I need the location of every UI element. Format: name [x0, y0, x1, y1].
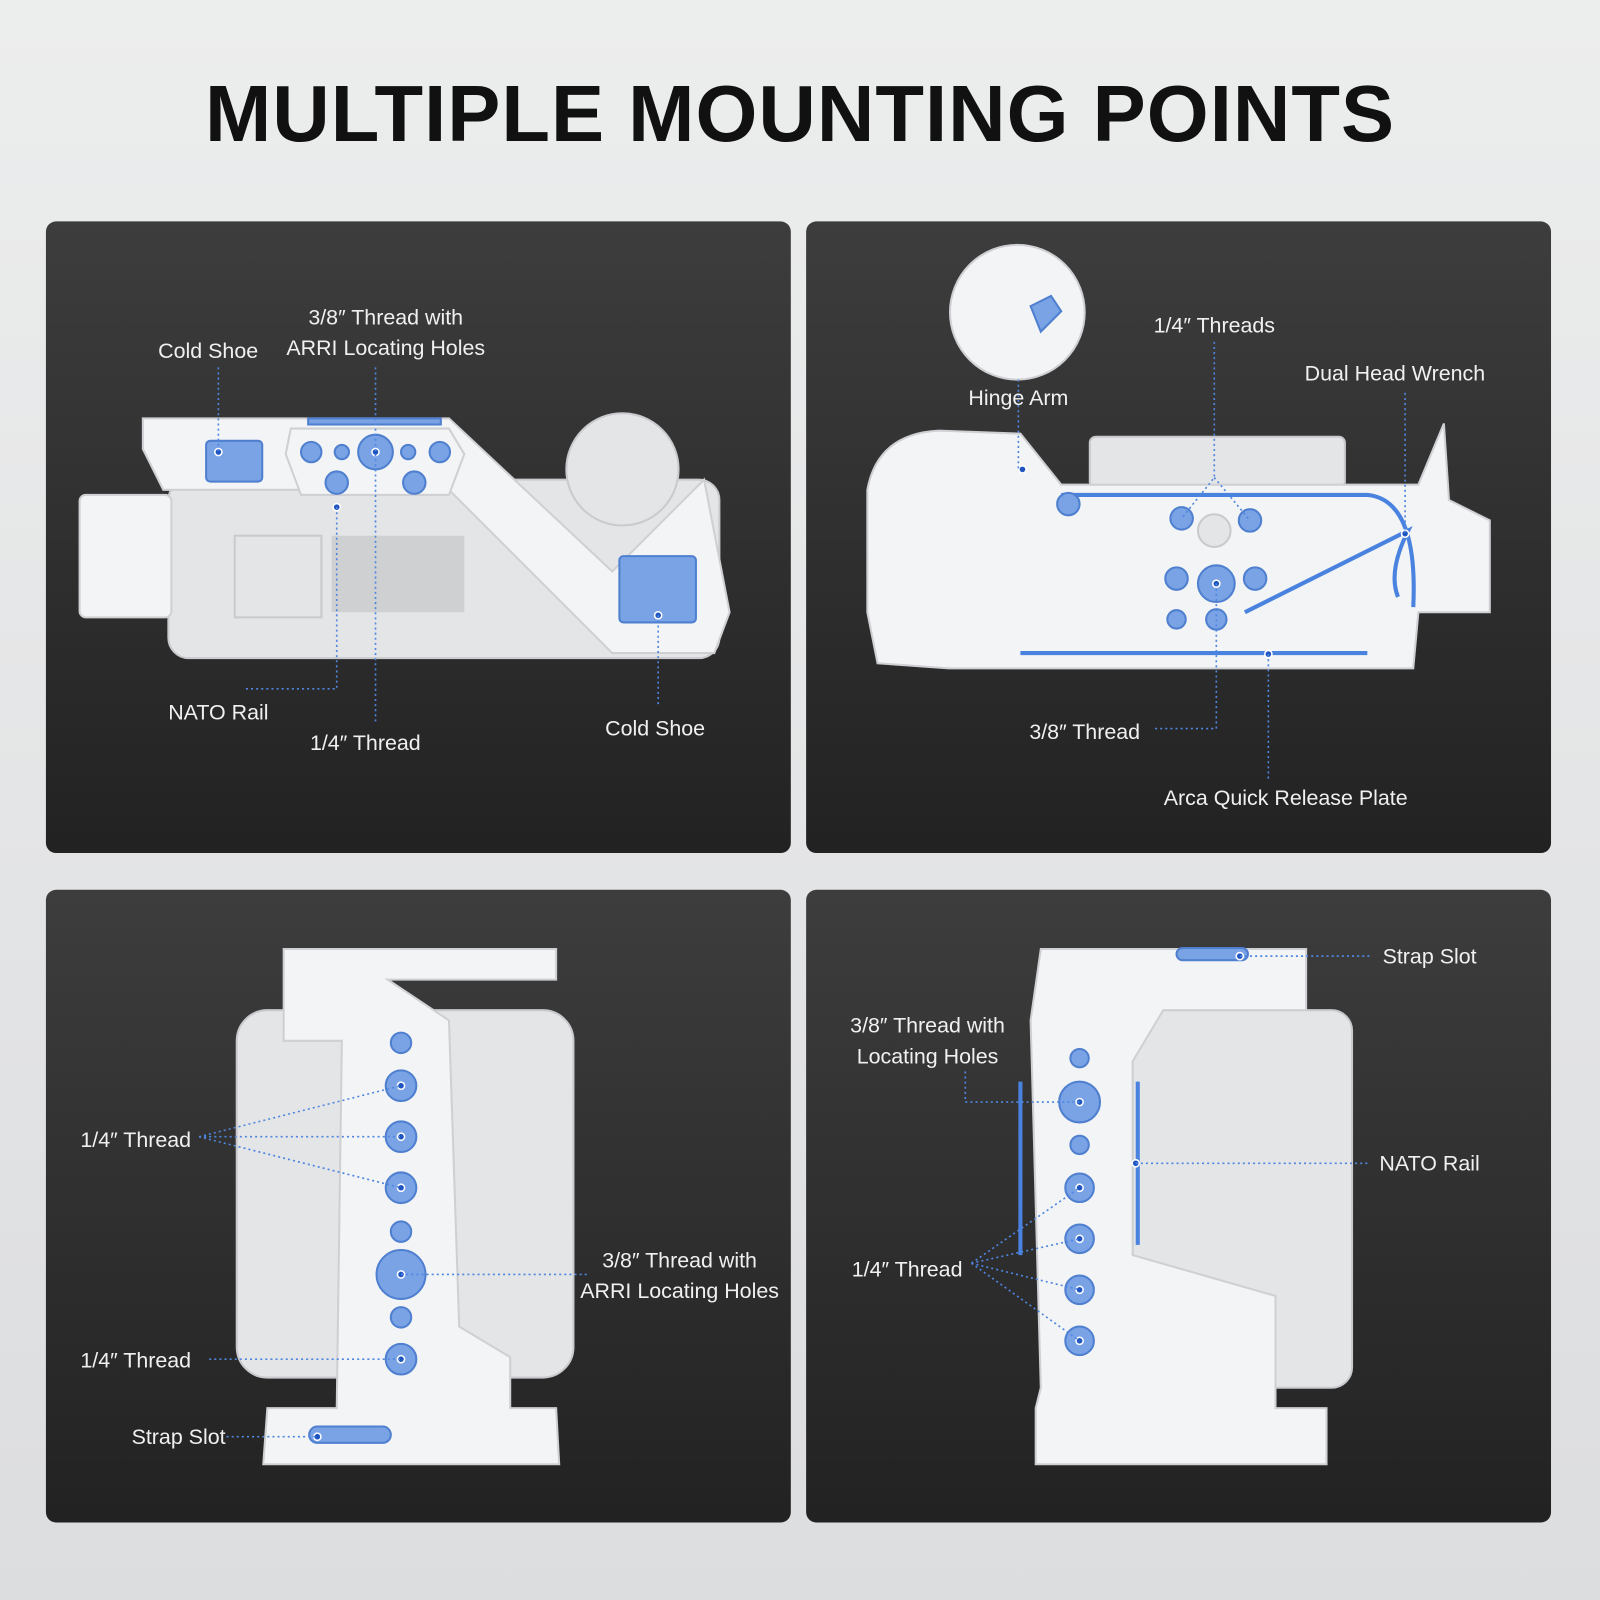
camera-port-illustration — [964, 946, 1370, 1466]
label-cold-shoe-right: Cold Shoe — [605, 717, 705, 741]
panel-grip-side: 1/4″ Thread 3/8″ Thread with ARRI Locati… — [45, 889, 791, 1523]
label-strap-slot: Strap Slot — [1383, 944, 1477, 968]
label-quarter-thread-top: 1/4″ Thread — [80, 1128, 191, 1152]
label-nato-rail: NATO Rail — [1379, 1151, 1479, 1175]
page-title: MULTIPLE MOUNTING POINTS — [205, 69, 1395, 158]
panel-bottom-view: Hinge Arm 1/4″ Threads Dual Head Wrench … — [806, 221, 1552, 854]
label-arri-line2: ARRI Locating Holes — [286, 336, 485, 360]
label-quarter-threads: 1/4″ Threads — [1154, 314, 1275, 338]
camera-grip-illustration — [198, 947, 587, 1466]
label-arca-plate: Arca Quick Release Plate — [1164, 786, 1408, 810]
panel-port-side: Strap Slot 3/8″ Thread with Locating Hol… — [806, 889, 1552, 1523]
label-cold-shoe-left: Cold Shoe — [158, 339, 258, 363]
label-nato-rail: NATO Rail — [168, 700, 268, 724]
label-hinge-arm: Hinge Arm — [968, 386, 1068, 410]
label-arri-line2: ARRI Locating Holes — [580, 1279, 779, 1303]
label-strap-slot: Strap Slot — [132, 1425, 226, 1449]
label-locating-line1: 3/8″ Thread with — [850, 1014, 1005, 1038]
label-quarter-thread: 1/4″ Thread — [852, 1258, 963, 1282]
label-locating-line2: Locating Holes — [857, 1044, 999, 1068]
camera-bottom-illustration — [866, 243, 1491, 781]
label-arri-line1: 3/8″ Thread with — [308, 305, 463, 329]
panel-top-view: Cold Shoe 3/8″ Thread with ARRI Locating… — [45, 221, 791, 854]
label-quarter-thread-bottom: 1/4″ Thread — [80, 1348, 191, 1372]
label-arri-line1: 3/8″ Thread with — [602, 1248, 757, 1272]
label-three-eighth-thread: 3/8″ Thread — [1029, 720, 1140, 744]
camera-top-illustration — [78, 367, 731, 723]
label-quarter-thread: 1/4″ Thread — [310, 731, 421, 755]
label-dual-head-wrench: Dual Head Wrench — [1305, 362, 1485, 386]
